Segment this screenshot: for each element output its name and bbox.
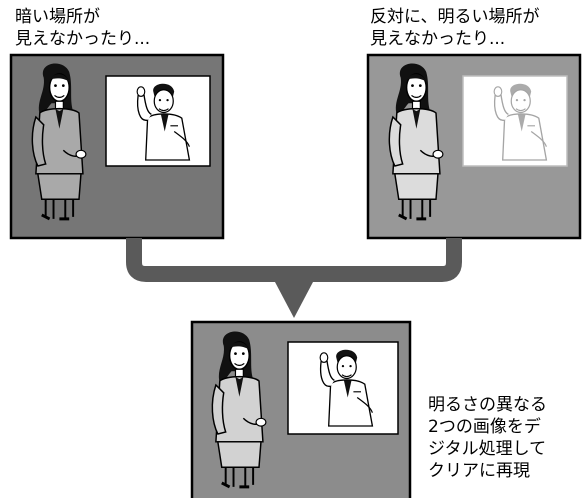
- caption-dark-scene: 暗い場所が 見えなかったり...: [15, 7, 151, 49]
- caption-bright-scene: 反対に、明るい場所が 見えなかったり...: [370, 7, 540, 49]
- merge-arrow: [126, 238, 462, 318]
- caption-result: 明るさの異なる 2つの画像をデ ジタル処理して クリアに再現: [428, 395, 547, 481]
- result-panel: [190, 320, 412, 498]
- dark-scene-panel: [9, 53, 225, 240]
- bright-scene-panel: [366, 53, 582, 240]
